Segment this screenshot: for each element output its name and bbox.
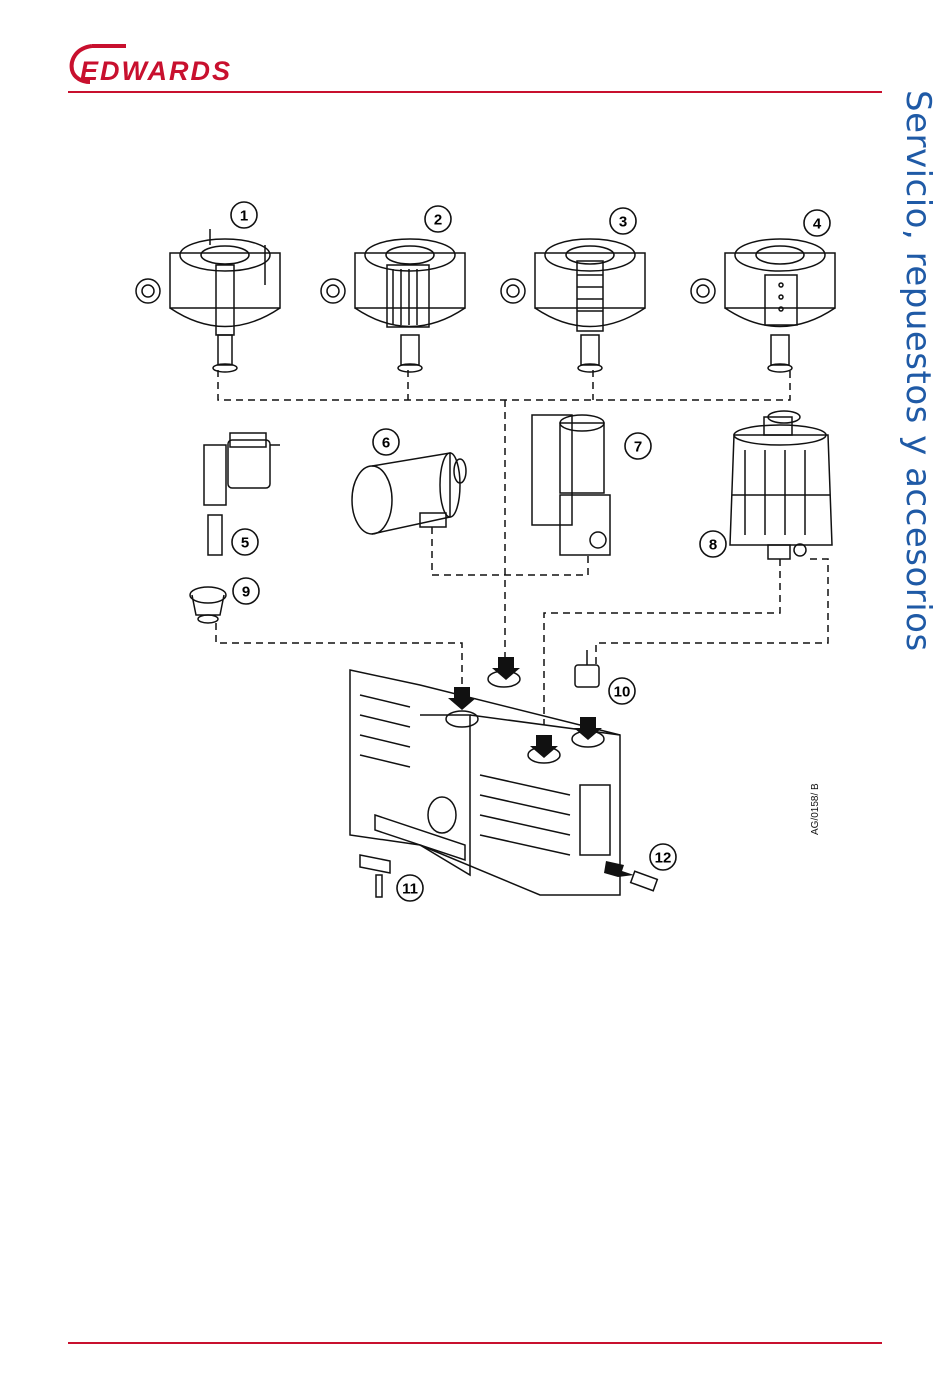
- svg-text:1: 1: [240, 208, 248, 225]
- filter-illustration-1: [136, 229, 280, 372]
- svg-text:4: 4: [813, 216, 822, 233]
- callout-11: 11: [397, 875, 423, 901]
- callout-12: 12: [650, 844, 676, 870]
- svg-text:6: 6: [382, 435, 390, 452]
- callout-8: 8: [700, 531, 726, 557]
- filter-illustration-2: [321, 239, 465, 372]
- svg-text:9: 9: [242, 584, 250, 601]
- callout-4: 4: [804, 210, 830, 236]
- callout-9: 9: [233, 578, 259, 604]
- svg-text:3: 3: [619, 214, 627, 231]
- oil-mist-filter-illustration: [730, 411, 832, 559]
- figure-reference: AG/0158/ B: [810, 783, 821, 835]
- inlet-catchpot-illustration: [352, 453, 466, 534]
- logo-text: EDWARDS: [80, 56, 232, 86]
- svg-text:2: 2: [434, 212, 442, 229]
- isolation-valve-illustration: [532, 415, 610, 555]
- callout-6: 6: [373, 429, 399, 455]
- svg-text:12: 12: [655, 850, 672, 867]
- filter-illustration-4: [691, 239, 835, 372]
- callout-2: 2: [425, 206, 451, 232]
- callout-7: 7: [625, 433, 651, 459]
- callout-5: 5: [232, 529, 258, 555]
- gas-ballast-cap-illustration: [190, 587, 226, 623]
- footer-rule: [68, 1342, 882, 1344]
- accessories-diagram: 1 2 3 4 5 6 7 8 9 10 11 12 AG/0158/ B: [120, 195, 840, 915]
- section-side-title: Servicio, repuestos y accesorios: [878, 90, 938, 690]
- svg-text:5: 5: [241, 535, 249, 552]
- svg-text:8: 8: [709, 537, 717, 554]
- filter-illustration-3: [501, 239, 645, 372]
- callout-10: 10: [609, 678, 635, 704]
- callout-3: 3: [610, 208, 636, 234]
- svg-text:7: 7: [634, 439, 642, 456]
- svg-text:11: 11: [402, 881, 418, 898]
- edwards-logo: EDWARDS: [66, 40, 298, 86]
- svg-text:10: 10: [614, 684, 631, 701]
- callout-1: 1: [231, 202, 257, 228]
- header-rule: [68, 91, 882, 93]
